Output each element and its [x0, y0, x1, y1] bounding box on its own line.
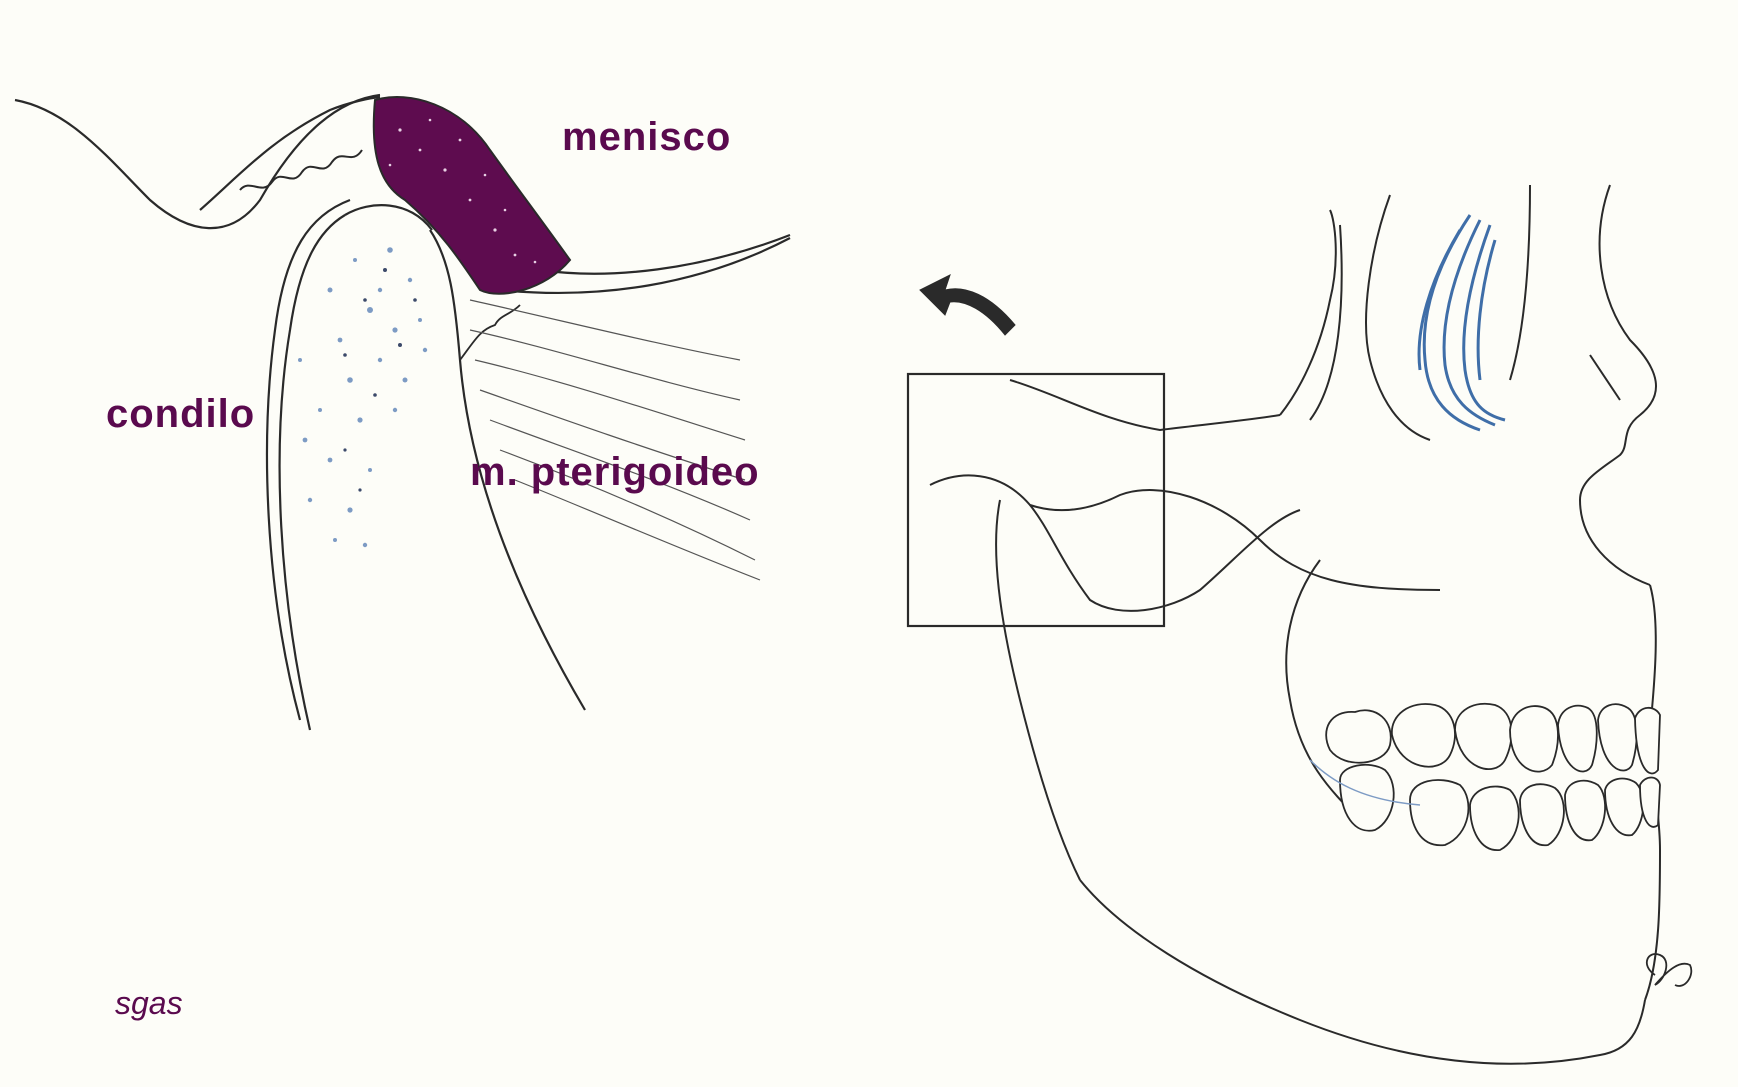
- skull-outline: [930, 185, 1660, 1064]
- condyle-stipple: [298, 247, 427, 547]
- direction-arrow: [920, 275, 1015, 335]
- pterygoid-fibers: [470, 300, 760, 580]
- meniscus-shape: [374, 97, 570, 294]
- label-condilo: condilo: [106, 392, 255, 437]
- detail-box: [908, 374, 1164, 626]
- orbit-shading: [1419, 215, 1505, 430]
- teeth: [1326, 704, 1660, 850]
- label-pterigoideo: m. pterigoideo: [470, 450, 760, 495]
- label-menisco: menisco: [562, 115, 731, 160]
- signature: sgas: [115, 985, 183, 1022]
- capsule-wiggle: [460, 305, 520, 360]
- skull-base-outline: [15, 95, 380, 228]
- eminence-upper: [540, 235, 790, 274]
- retrodiscal-tissue: [240, 150, 362, 190]
- condyle-posterior: [280, 215, 345, 730]
